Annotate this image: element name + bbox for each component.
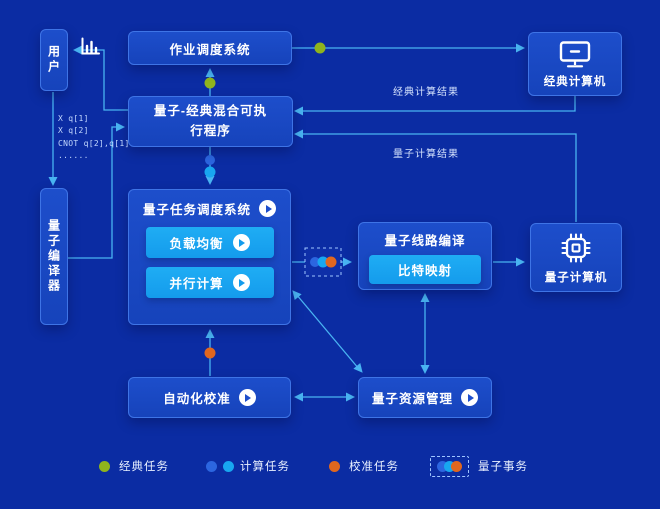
parallel-compute-button[interactable]: 并行计算: [145, 267, 274, 298]
code-snippet: X q[1] X q[2] CNOT q[2],q[1] ......: [58, 113, 130, 163]
legend-label: 经典任务: [119, 461, 169, 473]
node-quantum-compiler: 量子编译器: [40, 188, 68, 325]
legend-item-calibration-task: 校准任务: [329, 455, 399, 477]
node-job-scheduler-label: 作业调度系统: [169, 42, 251, 57]
code-line: CNOT q[2],q[1]: [58, 138, 130, 148]
bar-chart-icon: [81, 37, 100, 55]
compute-task-dot: [223, 460, 234, 472]
code-line: ......: [58, 151, 89, 161]
edge-label-classical-result: 经典计算结果: [393, 87, 459, 98]
load-balance-label: 负载均衡: [169, 237, 224, 251]
legend-label: 校准任务: [349, 461, 399, 473]
compute-task-dot: [206, 460, 217, 472]
chip-icon: [561, 233, 591, 263]
edge-classical-result: [298, 96, 576, 112]
compute-task-dot: [437, 460, 448, 472]
compute-task-dot: [205, 155, 215, 165]
node-quantum-computer-label: 量子计算机: [544, 272, 608, 284]
node-quantum-compiler-label: 量子编译器: [46, 219, 61, 294]
legend-label: 量子事务: [478, 461, 528, 473]
node-task-scheduler-label: 量子任务调度系统: [142, 203, 251, 217]
node-resource-manager-label: 量子资源管理: [371, 392, 453, 406]
node-auto-calibration: 自动化校准: [128, 377, 291, 418]
play-icon: [232, 234, 250, 251]
node-classical-computer: 经典计算机: [528, 32, 622, 96]
legend-item-classical-task: 经典任务: [99, 455, 169, 477]
quantum-transaction-marker: [304, 247, 342, 277]
classical-task-dot: [99, 460, 110, 472]
code-line: X q[1]: [58, 114, 89, 123]
calibration-task-dot: [451, 460, 462, 472]
edge-hybrid-user: [78, 49, 128, 111]
node-hybrid-program-label-line1: 量子-经典混合可执: [153, 104, 268, 119]
node-circuit-compiler: 量子线路编译 比特映射: [358, 222, 492, 290]
monitor-icon: [559, 40, 591, 67]
play-icon[interactable]: [238, 389, 256, 406]
play-icon[interactable]: [259, 200, 276, 217]
code-line: X q[2]: [58, 126, 89, 136]
play-icon[interactable]: [461, 389, 478, 406]
node-circuit-compiler-label: 量子线路编译: [384, 234, 466, 248]
bit-mapping-button[interactable]: 比特映射: [369, 255, 481, 284]
compute-task-dot: [204, 166, 216, 178]
classical-task-dot: [314, 42, 326, 54]
node-hybrid-program: 量子-经典混合可执 行程序: [128, 96, 293, 147]
node-resource-manager: 量子资源管理: [358, 377, 492, 418]
parallel-compute-label: 并行计算: [169, 277, 224, 291]
node-user: 用户: [40, 29, 68, 91]
edge-task-resource: [295, 293, 360, 370]
classical-task-dot: [204, 77, 216, 89]
calibration-task-dot: [329, 460, 340, 472]
legend-item-quantum-transaction: 量子事务: [430, 455, 528, 477]
node-user-label: 用户: [46, 45, 61, 75]
quantum-transaction-marker: [430, 455, 469, 477]
node-classical-computer-label: 经典计算机: [543, 75, 607, 88]
node-quantum-computer: 量子计算机: [530, 223, 622, 292]
edge-label-quantum-result: 量子计算结果: [393, 149, 459, 160]
compute-task-dot: [444, 460, 455, 472]
play-icon: [232, 274, 250, 291]
bit-mapping-label: 比特映射: [397, 264, 452, 278]
node-hybrid-program-label-line2: 行程序: [190, 123, 231, 138]
legend-label: 计算任务: [240, 461, 290, 473]
node-task-scheduler: 量子任务调度系统 负载均衡 并行计算: [128, 189, 291, 325]
node-job-scheduler: 作业调度系统: [128, 31, 292, 65]
node-auto-calibration-label: 自动化校准: [163, 392, 231, 406]
legend-item-compute-task: 计算任务: [206, 455, 290, 477]
calibration-task-dot: [204, 347, 216, 359]
load-balance-button[interactable]: 负载均衡: [145, 227, 274, 258]
task-scheduler-title-row: 量子任务调度系统: [143, 199, 276, 218]
